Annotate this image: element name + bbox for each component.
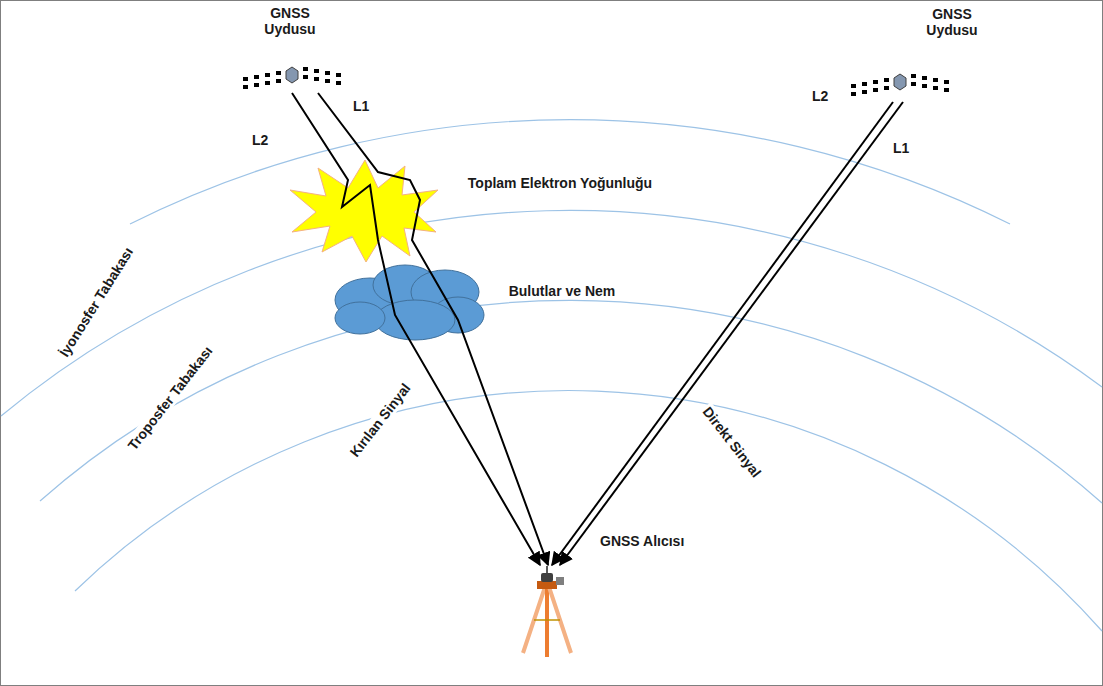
signal-ray <box>292 93 540 565</box>
layer-note: Bulutlar ve Nem <box>507 283 618 299</box>
frequency-label: L1 <box>353 98 369 114</box>
frequency-label: L2 <box>812 88 828 104</box>
layer-note: Toplam Elektron Yoğunluğu <box>466 175 654 191</box>
node-label: GNSS Uydusu <box>258 5 322 37</box>
gnss-satellite: GNSS Uydusu <box>235 58 350 93</box>
signal-ray <box>318 93 548 565</box>
atmosphere-arc <box>75 391 1102 631</box>
signal-ray <box>552 102 893 565</box>
gnss-receiver: GNSS Alıcısı <box>515 565 580 660</box>
frequency-label: L2 <box>252 132 268 148</box>
gnss-receiver-icon <box>515 565 580 660</box>
gnss-satellite: GNSS Uydusu <box>848 62 958 102</box>
signal-ray <box>560 102 903 565</box>
gnss-satellite-icon <box>235 58 350 93</box>
atmosphere-arc <box>1 210 1102 416</box>
node-label: GNSS Alıcısı <box>600 533 684 549</box>
frequency-label: L1 <box>893 140 909 156</box>
atmosphere-arc <box>40 300 1102 503</box>
node-label: GNSS Uydusu <box>920 6 984 38</box>
gnss-satellite-icon <box>848 62 958 102</box>
